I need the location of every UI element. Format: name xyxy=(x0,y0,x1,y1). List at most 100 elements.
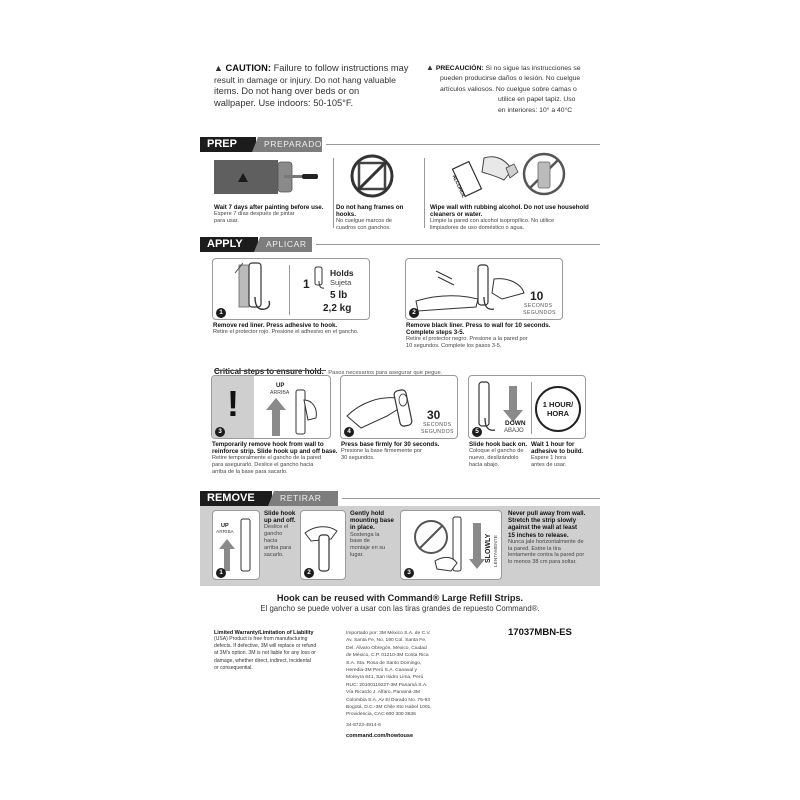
divider xyxy=(424,158,425,228)
caution-line-es: Si no sigue las instrucciones se xyxy=(485,65,581,72)
stretch-strip-icon xyxy=(414,516,485,572)
apply-step2-panel: 2 10 SECONDS SEGUNDOS xyxy=(405,258,563,320)
holds-count: 1 xyxy=(303,277,310,291)
apply-label-es: APLICAR xyxy=(254,237,312,252)
caution-es: ▲ PRECAUCIÓN: Si no sigue las instruccio… xyxy=(426,63,591,116)
apply-step3-text: Temporarily remove hook from wall to rei… xyxy=(212,441,338,475)
caution-line: Failure to follow instructions may xyxy=(273,63,409,73)
clock-icon: 1 HOUR/ HORA xyxy=(535,386,581,432)
critical-es: Pasos necesarios para asegurar que pegue… xyxy=(328,370,443,376)
prep-label: PREP xyxy=(200,137,256,152)
caution-title: CAUTION: xyxy=(225,63,271,73)
remove-up-label-es: ARRIBA xyxy=(216,530,234,535)
step-number: 5 xyxy=(472,427,482,437)
press-base-icon xyxy=(346,389,413,429)
caution-line: result in damage or injury. Do not hang … xyxy=(214,74,396,85)
caution-line: wallpaper. Use indoors: 50-105°F. xyxy=(214,97,354,108)
paint-roller-icon xyxy=(214,160,318,194)
up-label: UP xyxy=(276,383,285,389)
critical-steps-header: Critical steps to ensure hold. Pasos nec… xyxy=(214,361,442,379)
warranty-title: Limited Warranty/Limitation of Liability xyxy=(214,630,314,636)
step-number: 2 xyxy=(409,308,419,318)
step-number: 3 xyxy=(404,568,414,578)
caution-line: items. Do not hang over beds or on xyxy=(214,86,360,97)
band-rule xyxy=(326,144,600,145)
apply-step2-text: Remove black liner. Press to wall for 10… xyxy=(406,322,551,350)
apply-step1-text: Remove red liner. Press adhesive to hook… xyxy=(213,322,359,336)
step4-seconds-label-es: SEGUNDOS xyxy=(421,429,454,435)
critical-en: Critical steps to ensure hold. xyxy=(214,367,324,376)
slowly-label: SLOWLY xyxy=(485,533,492,563)
holds-es: Sujeta xyxy=(330,278,352,287)
import-block: Importado por: 3M México S.A. de C.V. Av… xyxy=(346,630,466,740)
step4-seconds-label: SECONDS xyxy=(423,422,452,428)
apply-step1-panel: 1 1 Holds Sujeta 5 lb 2,2 kg xyxy=(212,258,370,320)
holds-kg: 2,2 kg xyxy=(323,303,352,314)
step-number: 1 xyxy=(216,568,226,578)
caution-line-es: utilice en papel tapiz. Uso xyxy=(498,96,576,104)
reuse-en: Hook can be reused with Command® Large R… xyxy=(276,593,524,603)
caution-line-es: en interiores: 10° a 40°C xyxy=(498,106,573,114)
prep-wall-illustration xyxy=(214,160,324,200)
slide-down-icon xyxy=(478,381,523,431)
step2-seconds-label: SECONDS xyxy=(524,303,553,309)
warning-icon: ▲ xyxy=(214,63,223,73)
caution-line-es: artículos valiosos. No cuelgue sobre cam… xyxy=(440,85,577,93)
hook-strip-icon xyxy=(234,262,271,310)
remove-step3-text: Never pull away from wall. Stretch the s… xyxy=(508,510,586,566)
remove-label-es: RETIRAR xyxy=(268,491,338,506)
step-number: 4 xyxy=(344,427,354,437)
caution-title-es: PRECAUCIÓN: xyxy=(435,65,484,72)
step-number: 2 xyxy=(304,568,314,578)
down-label-es: ABAJO xyxy=(504,428,524,434)
remove-step3-panel: 3 SLOWLY LENTAMENTE xyxy=(400,510,502,580)
reuse-es: El gancho se puede volver a usar con las… xyxy=(260,604,540,613)
prep-step1-text: Wait 7 days after painting before use. E… xyxy=(214,204,324,224)
remove-band: REMOVE RETIRAR xyxy=(200,491,600,506)
slide-up-icon xyxy=(219,518,251,572)
band-rule xyxy=(316,244,600,245)
apply-step5-panel: 5 DOWN ABAJO 1 HOUR/ HORA xyxy=(468,375,586,439)
up-label-es: ARRIBA xyxy=(270,390,290,396)
holds-lb: 5 lb xyxy=(330,290,348,301)
remove-step1-panel: UP ARRIBA 1 xyxy=(212,510,260,580)
apply-label: APPLY xyxy=(200,237,258,252)
howtouse-link[interactable]: command.com/howtouse xyxy=(346,733,414,740)
product-code: 17037MBN-ES xyxy=(508,627,572,638)
alcohol-illustration: ALCOHOL xyxy=(444,150,574,200)
warranty-block: Limited Warranty/Limitation of Liability… xyxy=(214,630,334,672)
apply-step5b-text: Wait 1 hour for adhesive to build. Esper… xyxy=(531,441,584,469)
remove-up-label: UP xyxy=(221,523,229,529)
warning-icon: ▲ xyxy=(426,63,434,72)
critical-rule xyxy=(214,370,326,371)
remove-step2-text: Gently hold mounting base in place. Sost… xyxy=(350,510,395,558)
holds-divider xyxy=(289,265,290,315)
step-number: 1 xyxy=(216,308,226,318)
step2-seconds: 10 xyxy=(530,289,544,303)
remove-step1-text: Slide hook up and off. Deslice el gancho… xyxy=(264,510,296,558)
hold-base-icon xyxy=(304,526,338,572)
step4-seconds: 30 xyxy=(427,408,441,422)
slowly-label-es: LENTAMENTE xyxy=(494,535,499,567)
hour-label: 1 HOUR/ xyxy=(542,400,574,409)
band-rule xyxy=(342,498,600,499)
remove-label: REMOVE xyxy=(200,491,272,506)
prep-step2-text: Do not hang frames on hooks. No cuelgue … xyxy=(336,204,404,232)
slide-up-icon xyxy=(266,389,317,436)
prep-band: PREP PREPARADO xyxy=(200,137,600,152)
divider xyxy=(333,158,334,228)
prep-label-es: PREPARADO xyxy=(252,137,322,152)
part-code: 34-8723-4914-6 xyxy=(346,722,381,728)
no-frame-icon xyxy=(350,154,394,198)
apply-step4-panel: 4 30 SECONDS SEGUNDOS xyxy=(340,375,458,439)
apply-step5a-text: Slide hook back on. Coloque el gancho de… xyxy=(469,441,528,468)
caution-line-es: pueden producirse daños o lesión. No cue… xyxy=(440,75,581,83)
hora-label: HORA xyxy=(546,409,570,418)
apply-band: APPLY APLICAR xyxy=(200,237,600,252)
step2-seconds-label-es: SEGUNDOS xyxy=(523,310,556,316)
apply-step3-panel: ! 3 UP ARRIBA xyxy=(211,375,331,439)
step-number: 3 xyxy=(215,427,225,437)
hour-divider xyxy=(531,382,532,434)
caution-en: ▲ CAUTION: Failure to follow instruction… xyxy=(214,63,414,109)
prep-step3-text: Wipe wall with rubbing alcohol. Do not u… xyxy=(430,204,589,232)
